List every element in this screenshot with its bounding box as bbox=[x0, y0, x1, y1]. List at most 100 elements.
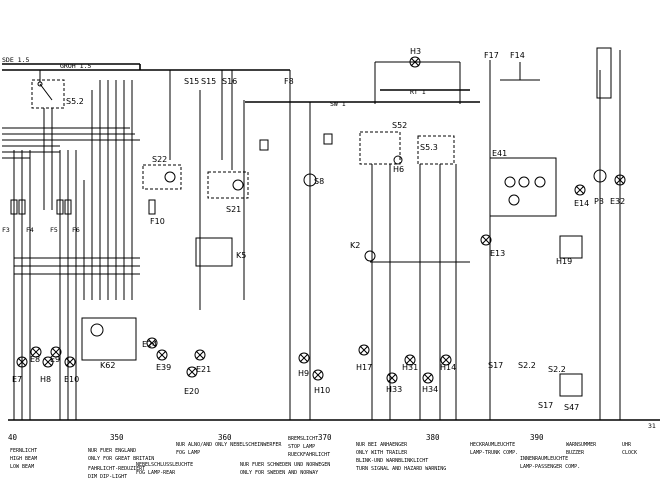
component-label-s17: S2.2 bbox=[548, 365, 566, 374]
fuse-label-f17: S15 bbox=[184, 77, 199, 86]
lamp-label: E9 bbox=[50, 355, 60, 364]
svg-text:BUZZER: BUZZER bbox=[566, 450, 585, 456]
component-label-f10: F10 bbox=[150, 217, 165, 226]
fuse-label-f8: S16 bbox=[222, 77, 237, 86]
relay-k5 bbox=[195, 237, 233, 267]
svg-text:NEBELSCHLUSSLEUCHTE: NEBELSCHLUSSLEUCHTE bbox=[136, 462, 193, 468]
lamp-label: H9 bbox=[298, 369, 309, 378]
component-label-e32: E32 bbox=[610, 197, 625, 206]
lamp-label: E39 bbox=[156, 363, 171, 372]
section-captions: FERNLICHT HIGH BEAM LOW BEAM NUR FUER EN… bbox=[10, 436, 637, 480]
fuse-label-f15: F17 bbox=[484, 51, 499, 60]
svg-text:LAMP-PASSENGER COMP.: LAMP-PASSENGER COMP. bbox=[520, 464, 580, 470]
lamp-label: E7 bbox=[12, 375, 22, 384]
lamp-label: H33 bbox=[386, 385, 402, 394]
component-label-s22: S22 bbox=[152, 155, 167, 164]
wire-label: SW 1 bbox=[330, 100, 346, 108]
switch-s21 bbox=[207, 171, 249, 199]
fuse-label: F4 bbox=[26, 226, 34, 234]
component-label-h3: H3 bbox=[410, 47, 421, 56]
lamp-group-turn: H17 H33 H31 H34 H14 bbox=[356, 344, 456, 394]
relay-k2 bbox=[364, 250, 376, 262]
connector-x13: F14 bbox=[510, 51, 525, 60]
module-k62 bbox=[81, 317, 137, 361]
lamp-assembly-e41 bbox=[489, 157, 557, 217]
svg-text:UHR: UHR bbox=[622, 442, 632, 448]
lamp-label: H17 bbox=[356, 363, 372, 372]
switch-s5-3 bbox=[417, 135, 455, 165]
svg-text:DIM DIP-LIGHT: DIM DIP-LIGHT bbox=[88, 474, 127, 480]
fuse-label-f17b: S15 bbox=[201, 77, 216, 86]
switch-s47 bbox=[559, 373, 583, 397]
svg-text:ONLY FOR SWEDEN AND NORWAY: ONLY FOR SWEDEN AND NORWAY bbox=[240, 470, 318, 476]
svg-text:BLINK-UND WARNBLINKLICHT: BLINK-UND WARNBLINKLICHT bbox=[356, 458, 428, 464]
svg-text:FOG LAMP: FOG LAMP bbox=[176, 450, 200, 456]
switch-s22 bbox=[142, 164, 182, 190]
component-label-s8: S8 bbox=[314, 177, 324, 186]
component-label-h19: H19 bbox=[556, 257, 572, 266]
svg-text:WARNSUMMER: WARNSUMMER bbox=[566, 442, 597, 448]
connector-block bbox=[596, 47, 612, 99]
component-label-e13: E13 bbox=[490, 249, 505, 258]
fuse-group: F3 F4 F5 F6 bbox=[2, 199, 80, 234]
component-label-h6: H6 bbox=[393, 165, 404, 174]
svg-text:NUR FUER ENGLAND: NUR FUER ENGLAND bbox=[88, 448, 136, 454]
lamp-group-stop: H9 H10 bbox=[298, 352, 330, 395]
component-label-s47: S47 bbox=[564, 403, 579, 412]
lamp-label: E20 bbox=[184, 387, 199, 396]
svg-text:FAHRLICHT-REDUZIERT: FAHRLICHT-REDUZIERT bbox=[88, 466, 145, 472]
component-label-s5-3: S5.3 bbox=[420, 143, 438, 152]
component-label-p3: P3 bbox=[594, 197, 604, 206]
component-label-k2: K2 bbox=[350, 241, 360, 250]
svg-text:TURN SIGNAL AND HAZARD WARNING: TURN SIGNAL AND HAZARD WARNING bbox=[356, 466, 446, 472]
svg-text:LOW BEAM: LOW BEAM bbox=[10, 464, 34, 470]
component-label-e14: E14 bbox=[574, 199, 589, 208]
lamp-label: H10 bbox=[314, 386, 330, 395]
lamp-label: E21 bbox=[196, 365, 211, 374]
fuse-label: F6 bbox=[72, 226, 80, 234]
lamp-label: E10 bbox=[64, 375, 79, 384]
svg-text:NUR BEI ANHAENGER: NUR BEI ANHAENGER bbox=[356, 442, 408, 448]
component-label-k62: K62 bbox=[100, 361, 115, 370]
fuse-label: F5 bbox=[50, 226, 58, 234]
component-label-s16: S17 bbox=[538, 401, 553, 410]
svg-text:360: 360 bbox=[218, 433, 232, 442]
svg-text:ONLY WITH TRAILER: ONLY WITH TRAILER bbox=[356, 450, 408, 456]
svg-text:NUR FUER SCHWEDEN UND NORWEGEN: NUR FUER SCHWEDEN UND NORWEGEN bbox=[240, 462, 330, 468]
switch-s52 bbox=[359, 131, 401, 165]
lamp-label: H8 bbox=[40, 375, 51, 384]
component-label-s5-2: S5.2 bbox=[66, 97, 84, 106]
svg-text:ONLY FOR GREAT BRITAIN: ONLY FOR GREAT BRITAIN bbox=[88, 456, 154, 462]
svg-text:HIGH BEAM: HIGH BEAM bbox=[10, 456, 37, 462]
svg-text:380: 380 bbox=[426, 433, 440, 442]
svg-text:NUR ALNO/AND ONLY NEBELSCHEINW: NUR ALNO/AND ONLY NEBELSCHEINWERFER bbox=[176, 442, 282, 448]
component-label-s15: S17 bbox=[488, 361, 503, 370]
gauge-p3 bbox=[593, 169, 607, 183]
lamp-group-left: E7 E8 H8 E9 E10 bbox=[12, 346, 79, 384]
svg-text:FERNLICHT: FERNLICHT bbox=[10, 448, 37, 454]
component-label-s21: S21 bbox=[226, 205, 241, 214]
wire-label: RT 1 bbox=[410, 88, 426, 96]
lamp-label: H14 bbox=[440, 363, 456, 372]
lamp-group-fog: E24 E39 E20 E21 bbox=[142, 337, 211, 396]
svg-text:HECKRAUMLEUCHTE: HECKRAUMLEUCHTE bbox=[470, 442, 515, 448]
svg-text:350: 350 bbox=[110, 433, 124, 442]
svg-text:40: 40 bbox=[8, 433, 18, 442]
lamp-label: H31 bbox=[402, 363, 418, 372]
svg-text:390: 390 bbox=[530, 433, 544, 442]
svg-text:BREMSLICHT: BREMSLICHT bbox=[288, 436, 318, 442]
svg-text:STOP LAMP: STOP LAMP bbox=[288, 444, 315, 450]
component-label-k5: K5 bbox=[236, 251, 246, 260]
svg-text:370: 370 bbox=[318, 433, 332, 442]
fuse-label: F3 bbox=[2, 226, 10, 234]
svg-text:LAMP-TRUNK COMP.: LAMP-TRUNK COMP. bbox=[470, 450, 518, 456]
svg-text:FOG LAMP-REAR: FOG LAMP-REAR bbox=[136, 470, 176, 476]
left-verticals bbox=[13, 80, 133, 420]
rail-label: SDE 1.5 bbox=[2, 56, 29, 64]
component-label-s52: S52 bbox=[392, 121, 407, 130]
bottom-index: 40 350 360 370 380 390 bbox=[8, 433, 544, 442]
lamp-label: H34 bbox=[422, 385, 438, 394]
buzzer-h19 bbox=[559, 235, 583, 259]
